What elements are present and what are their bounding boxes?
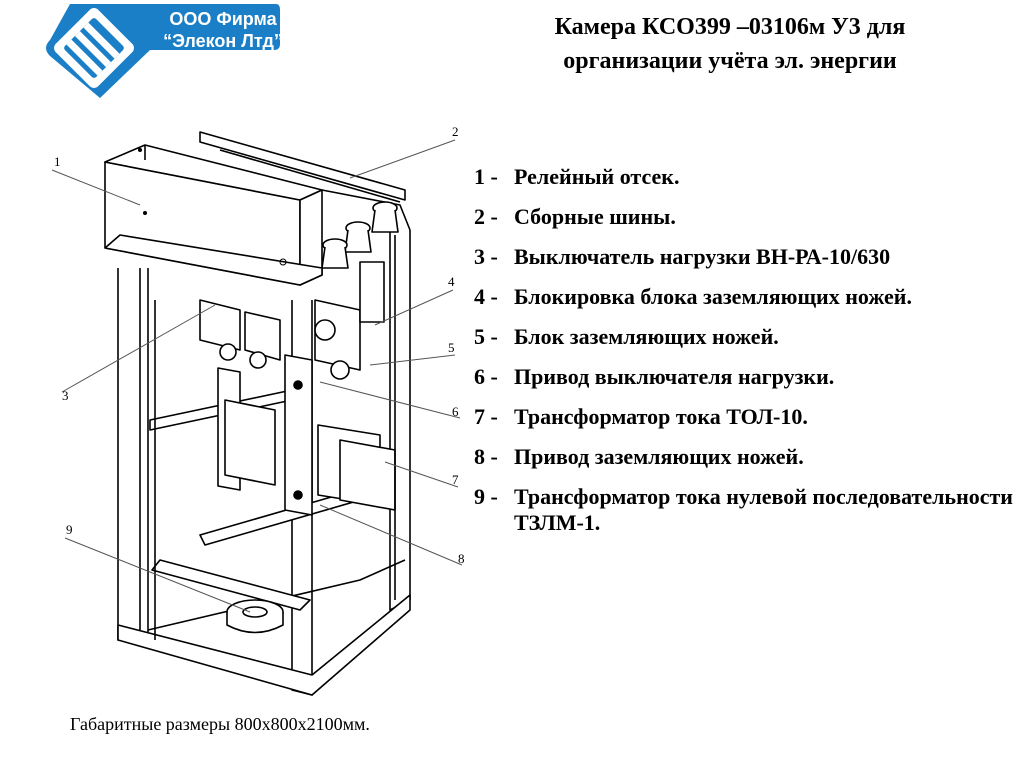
legend-text: Привод заземляющих ножей.	[514, 444, 804, 469]
logo-line-1: ООО Фирма	[169, 9, 277, 29]
legend-num: 7 -	[474, 404, 498, 429]
legend-text: Привод выключателя нагрузки.	[514, 364, 835, 389]
legend-text: Сборные шины.	[514, 204, 676, 229]
title-line-2: организации учёта эл. энергии	[563, 48, 897, 74]
legend-num: 3 -	[474, 244, 498, 269]
legend-num: 8 -	[474, 444, 498, 469]
callout-7: 7	[452, 472, 459, 487]
callout-leader-8	[319, 504, 463, 566]
callout-leader-1	[51, 169, 141, 206]
legend-text: Трансформатор тока ТОЛ-10.	[514, 404, 808, 429]
legend-num: 2 -	[474, 204, 498, 229]
callout-4: 4	[448, 274, 455, 289]
callout-leader-9	[64, 537, 251, 613]
logo-emblem	[54, 8, 134, 88]
callout-9: 9	[66, 522, 73, 537]
legend-num: 9 -	[474, 484, 498, 509]
legend-text: Трансформатор тока нулевой последователь…	[514, 484, 1013, 535]
legend-text: Блок заземляющих ножей.	[514, 324, 779, 349]
company-logo: ООО Фирма “Элекон Лтд”	[30, 0, 283, 100]
title-line-1: Камера КСО399 –03106м У3 для	[554, 14, 906, 40]
legend-item-3: 3 - Выключатель нагрузки ВН-РА-10/630	[474, 244, 1014, 270]
legend-item-2: 2 - Сборные шины.	[474, 204, 1014, 230]
logo-text: ООО Фирма “Элекон Лтд”	[138, 8, 308, 52]
callout-8: 8	[458, 551, 465, 566]
legend-item-8: 8 - Привод заземляющих ножей.	[474, 444, 1014, 470]
callout-leader-2	[349, 139, 456, 179]
callout-leader-6	[319, 381, 461, 419]
legend-text: Выключатель нагрузки ВН-РА-10/630	[514, 244, 891, 269]
dimensions-note: Габаритные размеры 800х800х2100мм.	[70, 714, 370, 734]
legend-item-7: 7 - Трансформатор тока ТОЛ-10.	[474, 404, 1014, 430]
page-title: Камера КСО399 –03106м У3 для организации…	[470, 10, 990, 78]
callout-1: 1	[54, 154, 61, 169]
logo-badge	[46, 4, 280, 98]
callout-6: 6	[452, 404, 459, 419]
legend-item-5: 5 - Блок заземляющих ножей.	[474, 324, 1014, 350]
cabinet-drawing: 1 2 3 4 5 6 7 8 9	[51, 124, 465, 696]
logo-line-2: “Элекон Лтд”	[163, 31, 283, 51]
component-legend: 1 - Релейный отсек. 2 - Сборные шины. 3 …	[474, 164, 1014, 550]
callout-leader-5	[369, 354, 456, 366]
legend-item-1: 1 - Релейный отсек.	[474, 164, 1014, 190]
legend-num: 4 -	[474, 284, 498, 309]
legend-item-6: 6 - Привод выключателя нагрузки.	[474, 364, 1014, 390]
legend-text: Блокировка блока заземляющих ножей.	[514, 284, 912, 309]
callout-3: 3	[62, 388, 69, 403]
callout-2: 2	[452, 124, 459, 139]
legend-text: Релейный отсек.	[514, 164, 680, 189]
legend-item-4: 4 - Блокировка блока заземляющих ножей.	[474, 284, 1014, 310]
callout-leader-7	[384, 461, 459, 488]
legend-num: 6 -	[474, 364, 498, 389]
callout-leader-4	[374, 289, 454, 326]
legend-num: 1 -	[474, 164, 498, 189]
callout-leader-3	[61, 304, 216, 393]
legend-num: 5 -	[474, 324, 498, 349]
callout-5: 5	[448, 340, 455, 355]
legend-item-9: 9 - Трансформатор тока нулевой последова…	[474, 484, 1014, 536]
